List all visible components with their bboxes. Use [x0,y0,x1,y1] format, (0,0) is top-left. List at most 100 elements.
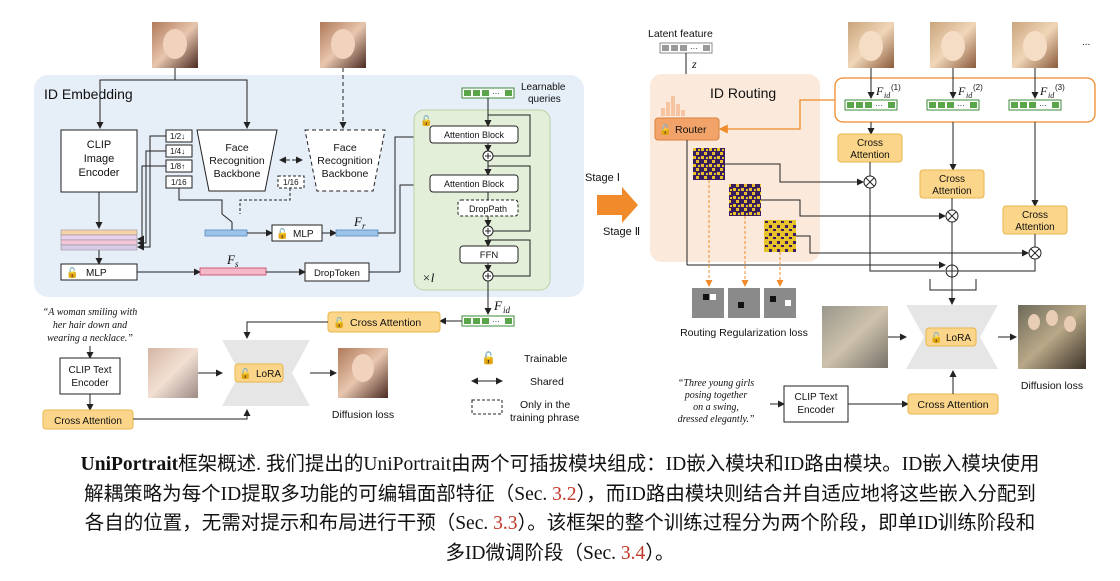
caption-line-2: 解耦策略为每个ID提取多功能的可编辑面部特征（Sec. [84,483,553,505]
cross-attention-label: Attention [850,150,889,161]
prompt-text-right: posing together [684,390,748,401]
group-noisy-image [822,306,888,368]
mlp-small-label: MLP [293,229,314,240]
caption-line-1: 框架概述. 我们提出的UniPortrait由两个可插拔模块组成：ID嵌入模块和… [178,454,1040,475]
fs-label: F [226,252,236,267]
cross-attention-label: Cross Attention [917,399,988,411]
attention-block-1 [429,125,519,144]
caption-model-name: UniPortrait [80,454,179,475]
fid-sub: id [966,91,973,100]
svg-text:···: ··· [492,89,500,98]
clip-text-label: CLIP Text [795,392,838,403]
svg-text:···: ··· [957,101,965,110]
clip-text-encoder-right [783,385,849,423]
cross-attention-label: Attention [932,186,971,197]
learnable-queries-tokens: ··· [461,87,515,99]
repeat-l-label: ×l [422,270,435,285]
cross-attention-label: Cross [1022,210,1048,221]
clip-text-label: Encoder [797,405,835,416]
prompt-text-right: dressed elegantly.” [678,414,755,425]
scale-label: 1/2↓ [170,132,185,141]
clip-text-encoder-left [59,357,121,395]
face-recognition-backbone [196,129,278,192]
fid-2: ··· F id (2) [926,83,983,111]
svg-text:🔓: 🔓 [66,266,78,279]
mlp-wide-label: MLP [86,268,107,279]
caption-ref-link[interactable]: 3.3 [493,513,518,534]
cross-attention-label: Cross [857,138,883,149]
scale-shared-label: 1/16 [283,178,299,187]
caption-line-3: ）。该框架的整个训练过程分为两个阶段，即单ID训练阶段和 [517,513,1036,534]
scale-feature-shared [277,175,305,189]
face-recognition-backbone-shared [304,129,386,192]
group-output-image [1018,305,1086,369]
fid-label: F [1039,84,1048,98]
svg-text:🔓: 🔓 [276,227,288,240]
fid-label: F [493,298,503,313]
face-backbone-shared-label: Face [333,142,357,154]
fr-sub: r [362,221,366,231]
caption-line-3: 各自的位置，无需对提示和布局进行干预（Sec. [84,513,494,534]
learnable-queries-label: queries [528,94,561,105]
figure-caption: UniPortrait框架概述. 我们提出的UniPortrait由两个可插拔模… [4,450,1116,568]
lora-right [925,327,977,347]
scale-features: 1/2↓ 1/4↓ 1/8↑ 1/16 [165,129,193,189]
cross-attention-label: Cross Attention [54,416,122,427]
prompt-text-right: “Three young girls [678,378,754,389]
droptoken-label: DropToken [314,268,360,279]
legend-dashed-box [471,399,503,415]
prompt-text-right: on a swing, [693,402,739,413]
caption-line-4: 多ID微调阶段（Sec. [445,542,621,564]
fid-3: ··· F id (3) [1008,83,1065,111]
scale-label: 1/16 [171,178,187,187]
face-backbone-label: Face [225,142,249,154]
router-label: Router [675,124,707,136]
fr-input [204,229,248,237]
lora-left [234,363,284,383]
noisy-input-image [148,348,198,398]
framework-diagram: ID Embedding CLIP Image Encoder Face Rec… [34,22,1096,430]
output-image-left [338,348,388,398]
fr-feature [335,229,379,237]
fid-sub: id [884,91,891,100]
face-photo-input [152,22,198,68]
clip-image-encoder-label: Encoder [79,167,120,179]
face-backbone-label: Recognition [209,155,265,167]
svg-text:🔓: 🔓 [659,123,671,136]
id-embedding-title: ID Embedding [44,86,133,102]
caption-ref-link[interactable]: 3.4 [620,542,646,564]
routing-map-1 [693,148,725,180]
droppath-label: DropPath [469,204,507,214]
attention-block-label: Attention Block [444,130,505,140]
prompt-text: her hair down and [53,320,128,331]
lora-label: LoRA [256,369,281,380]
svg-text:🔓: 🔓 [420,114,432,127]
svg-text:🔓: 🔓 [333,316,345,329]
face-backbone-label: Backbone [214,168,261,180]
ffn-label: FFN [480,250,499,261]
z-label: z [691,57,697,71]
more-faces-ellipsis: ... [1082,37,1090,48]
routing-targets [692,288,796,318]
clip-image-encoder-label: CLIP [87,139,111,151]
fid-label: F [957,84,966,98]
stage-one-label: Stage Ⅰ [585,172,620,184]
scale-label: 1/8↑ [170,162,185,171]
attention-block-label: Attention Block [444,179,505,189]
fid-sup: (1) [891,83,901,92]
caption-line-4: ）。 [645,542,675,564]
svg-text:···: ··· [1039,101,1047,110]
svg-text:···: ··· [492,317,500,326]
svg-text:🔓: 🔓 [930,331,942,344]
svg-text:···: ··· [690,44,698,53]
diffusion-loss-left: Diffusion loss [332,409,394,421]
routing-map-2 [729,184,761,216]
clip-text-label: CLIP Text [69,365,112,376]
fid-tokens: ··· [461,315,515,327]
fid-sup: (2) [973,83,983,92]
legend-training-only: Only in the [520,399,570,411]
caption-ref-link[interactable]: 3.2 [552,483,577,505]
stacked-features [60,229,138,251]
fid-sub: id [503,305,511,315]
stage-two-label: Stage Ⅱ [603,226,640,238]
